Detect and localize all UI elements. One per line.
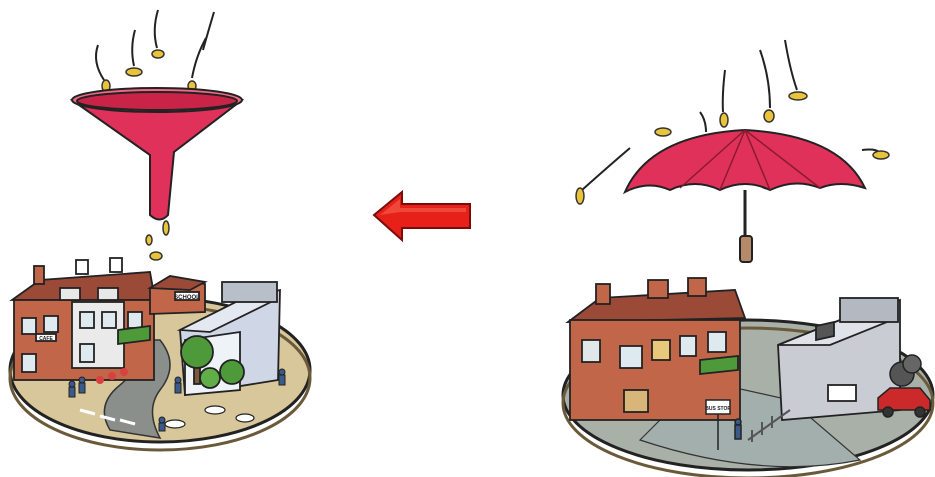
coin-icon: [126, 68, 142, 76]
coin-icon: [764, 110, 774, 122]
umbrella-icon: [625, 130, 865, 262]
coin-icon: [655, 128, 671, 136]
falling-coins-left: [96, 10, 214, 80]
coin-icon: [150, 252, 162, 260]
declining-town: BUS STOP: [563, 278, 933, 477]
coin-icon: [789, 92, 807, 100]
funnel-icon: [72, 88, 242, 220]
cafe-sign: CAFE: [39, 336, 53, 342]
coin-icon: [576, 188, 584, 204]
shop-sign: SCHOOL: [174, 295, 200, 301]
thriving-town: SCHOOL CAFE: [10, 258, 310, 450]
funnel-illustration: SCHOOL CAFE: [10, 10, 310, 450]
coin-icon: [163, 221, 169, 235]
coin-icon: [720, 113, 728, 127]
coin-icon: [146, 235, 152, 245]
umbrella-illustration: BUS STOP: [563, 40, 933, 477]
terraced-houses-right: [568, 278, 745, 420]
left-arrow-icon: [374, 192, 470, 240]
bus-stop-sign: BUS STOP: [705, 406, 731, 412]
coin-icon: [873, 151, 889, 159]
coin-icon: [152, 50, 164, 58]
